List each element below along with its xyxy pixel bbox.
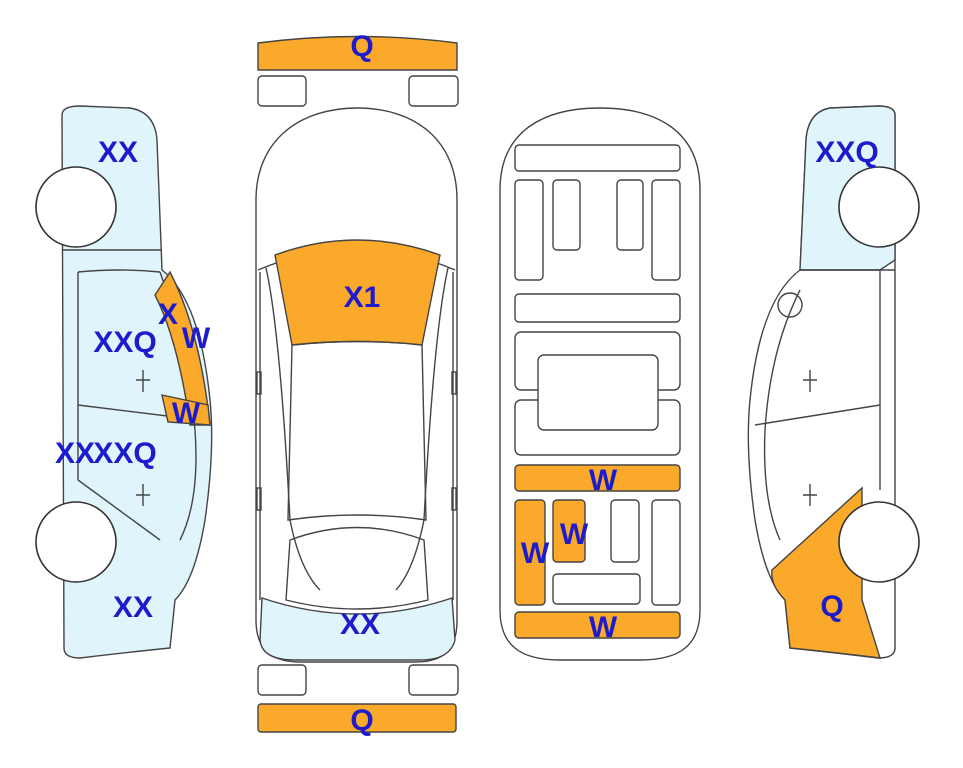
- rear-panel-shape[interactable]: [259, 597, 456, 661]
- right-rear-wheel[interactable]: [838, 501, 920, 583]
- label-rear-bumper: Q: [350, 704, 373, 737]
- label-right-front-fender: XXQ: [815, 136, 878, 169]
- rear-bumper-shape[interactable]: [257, 703, 457, 733]
- front-bumper-group: [257, 35, 459, 107]
- label-rear-panel: XX: [340, 608, 380, 641]
- label-floor-center-rail: W: [560, 518, 589, 551]
- label-left-rear-door-edge: XX: [55, 437, 95, 470]
- rear-left-taillight[interactable]: [257, 664, 307, 696]
- front-right-headlight[interactable]: [408, 75, 459, 107]
- front-bumper-shape[interactable]: [257, 35, 458, 71]
- left-rear-wheel[interactable]: [35, 501, 117, 583]
- label-floor-rear-member: W: [589, 611, 618, 644]
- rear-right-taillight[interactable]: [408, 664, 459, 696]
- left-side-view: [35, 105, 213, 659]
- front-left-headlight[interactable]: [257, 75, 307, 107]
- label-floor-cross-member: W: [589, 464, 618, 497]
- label-left-rear-quarter: XX: [113, 591, 153, 624]
- floor-rear-member-shape[interactable]: [514, 611, 681, 639]
- label-left-front-door: XXQ: [93, 326, 156, 359]
- right-side-view: [747, 105, 920, 659]
- label-roof: X1: [344, 281, 381, 314]
- label-left-front-glass: W: [182, 322, 211, 355]
- left-rear-window-shape[interactable]: [161, 394, 211, 426]
- floor-cross-member-shape[interactable]: [514, 464, 681, 492]
- label-left-rear-door: XXQ: [93, 437, 156, 470]
- left-front-wheel[interactable]: [35, 166, 117, 248]
- label-right-rear-quarter: Q: [820, 590, 843, 623]
- label-floor-left-rail: W: [521, 537, 550, 570]
- floor-center-rail-shape[interactable]: [552, 499, 586, 563]
- label-front-bumper: Q: [350, 30, 373, 63]
- floor-left-rail-shape[interactable]: [514, 499, 546, 606]
- right-front-wheel[interactable]: [838, 166, 920, 248]
- label-left-front-fender: XX: [98, 136, 138, 169]
- label-left-rear-glass: W: [172, 397, 201, 430]
- top-view-car: [255, 107, 458, 663]
- underbody-view: [499, 107, 701, 661]
- label-left-front-window: X: [158, 298, 178, 331]
- rear-bumper-group: [257, 664, 459, 733]
